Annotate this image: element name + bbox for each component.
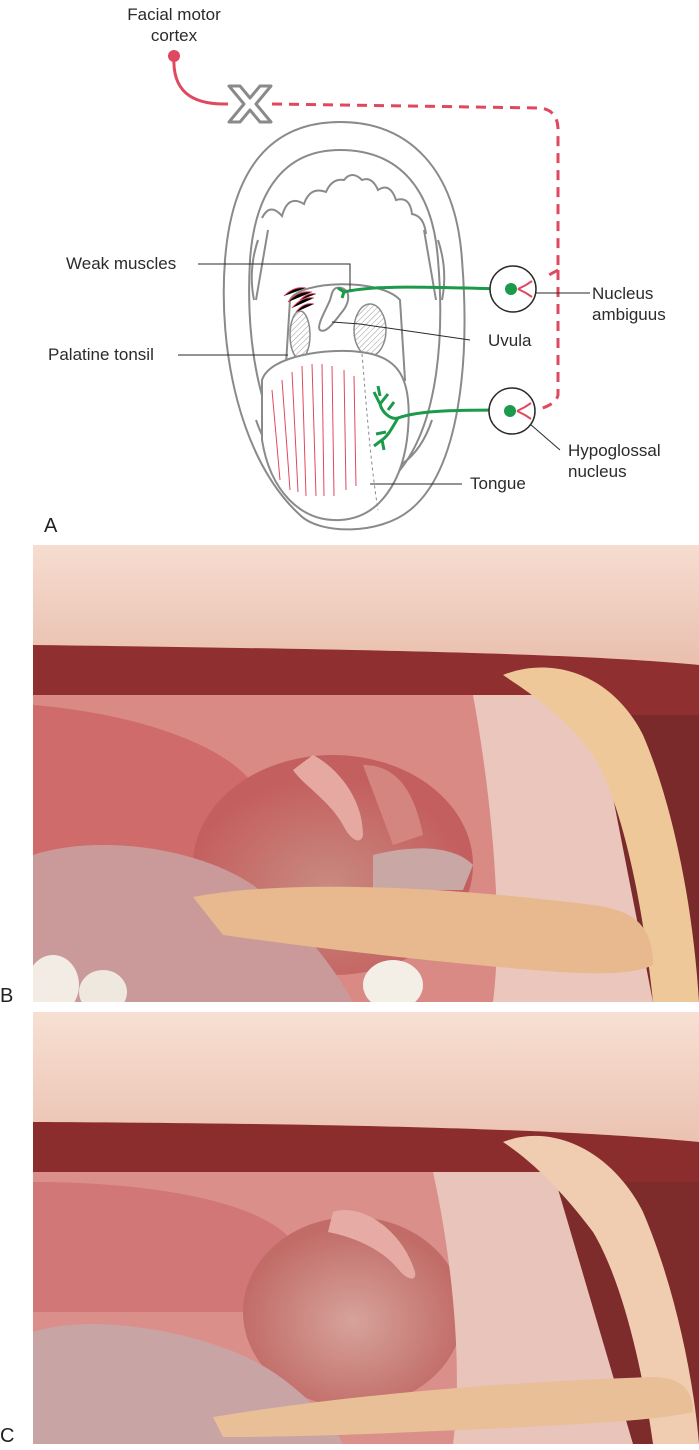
facial-motor-cortex-label-line1: Facial motor (127, 5, 221, 24)
nucleus-ambiguus-label: Nucleus ambiguus (592, 283, 666, 325)
weak-palate-muscles (283, 287, 317, 313)
oral-photo-panel-b (33, 545, 699, 1002)
oral-photo-panel-c (33, 1012, 699, 1444)
weak-muscles-label: Weak muscles (66, 254, 177, 273)
facial-motor-cortex-label-line2: cortex (150, 26, 198, 45)
hypoglossal-nucleus (488, 387, 561, 451)
palatine-tonsil-left (289, 310, 311, 360)
uvula-label: Uvula (488, 331, 532, 350)
oral-photo-c (33, 1012, 699, 1444)
panel-c-letter: C (0, 1425, 15, 1447)
palatine-tonsil-label: Palatine tonsil (48, 345, 154, 364)
panel-a-letter: A (44, 515, 58, 537)
diagram-panel-a: Facial motor cortex Weak muscles Palatin… (0, 0, 699, 540)
tongue-label: Tongue (470, 474, 526, 493)
hypoglossal-nucleus-label-line1: Hypoglossal (568, 441, 661, 460)
leader-lines (178, 263, 471, 485)
panel-b-letter-visible: B (0, 985, 14, 1007)
tongue-shape (261, 349, 410, 522)
facial-motor-cortex-label: Facial motor cortex (108, 4, 240, 46)
lower-motor-neurons (337, 285, 511, 451)
upper-motor-pathway (168, 50, 560, 412)
uvula-shape (318, 286, 350, 332)
nucleus-ambiguus-label-line2: ambiguus (592, 305, 666, 324)
lesion-x-mark (227, 84, 273, 124)
oral-photo-b (33, 545, 699, 1002)
hypoglossal-nucleus-label-line2: nucleus (568, 462, 627, 481)
nucleus-ambiguus (489, 265, 590, 313)
hypoglossal-nucleus-label: Hypoglossal nucleus (568, 440, 661, 482)
mouth-diagram (168, 50, 590, 531)
nucleus-ambiguus-label-line1: Nucleus (592, 284, 654, 303)
palatine-tonsil-right (353, 303, 387, 357)
